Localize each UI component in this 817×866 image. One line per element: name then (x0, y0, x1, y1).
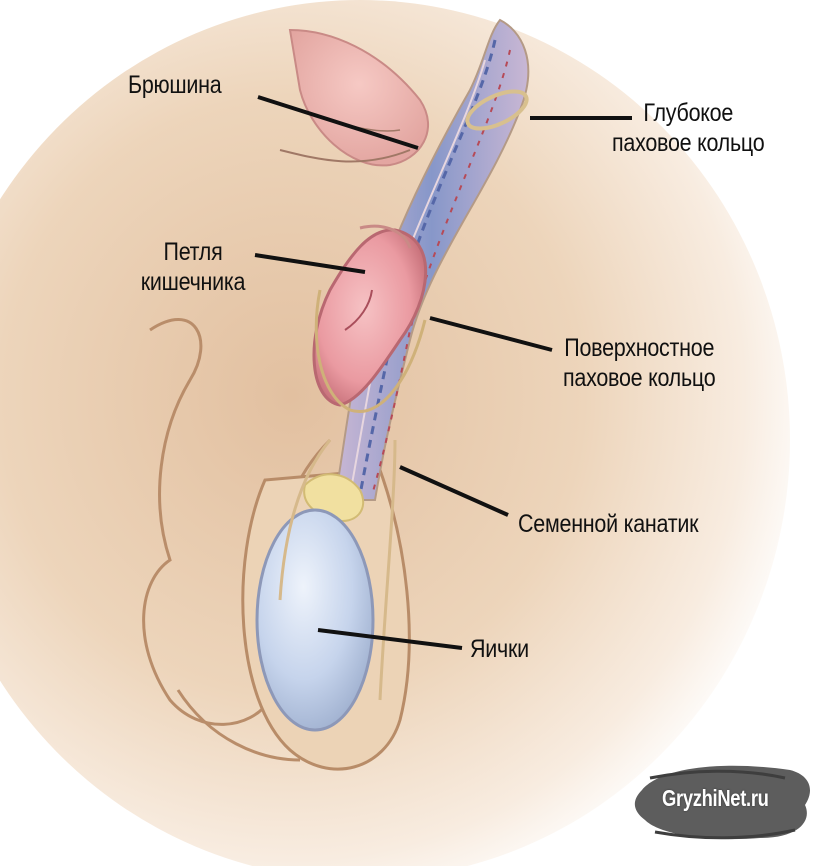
label-bowel-loop: Петля кишечника (129, 237, 258, 297)
label-spermatic-cord: Семенной канатик (518, 509, 698, 539)
label-deep-ring-line1: Глубокое (612, 98, 764, 128)
label-superficial-ring-line1: Поверхностное (563, 333, 715, 363)
label-superficial-inguinal-ring: Поверхностное паховое кольцо (563, 333, 715, 393)
label-bowel-loop-line2: кишечника (129, 267, 258, 297)
label-peritoneum-text: Брюшина (128, 70, 221, 100)
watermark-text: GryzhiNet.ru (662, 785, 769, 812)
label-testicles: Яички (470, 634, 529, 664)
label-superficial-ring-line2: паховое кольцо (563, 363, 715, 393)
testicle-shape (257, 510, 373, 730)
label-deep-inguinal-ring: Глубокое паховое кольцо (612, 98, 764, 158)
label-bowel-loop-line1: Петля (129, 237, 258, 267)
label-deep-ring-line2: паховое кольцо (612, 128, 764, 158)
label-peritoneum: Брюшина (128, 70, 221, 100)
label-testicles-text: Яички (470, 634, 529, 664)
label-spermatic-cord-text: Семенной канатик (518, 509, 698, 539)
